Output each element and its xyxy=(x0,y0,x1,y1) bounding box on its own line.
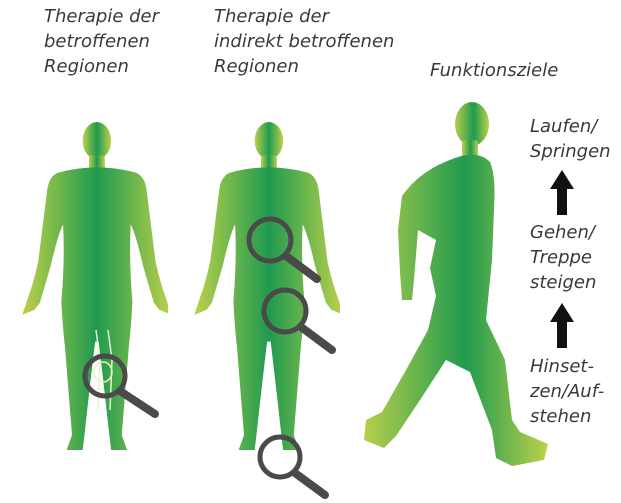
goal-line: zen/Auf- xyxy=(530,379,604,404)
goal-line: Hinset- xyxy=(530,354,604,379)
goal-line: Treppe xyxy=(530,245,596,270)
body-figure-indirect xyxy=(194,122,343,450)
goal-running-jumping: Laufen/ Springen xyxy=(530,114,611,164)
goal-sit-stand: Hinset- zen/Auf- stehen xyxy=(530,354,604,429)
arrow-up-icon xyxy=(550,303,574,348)
goal-line: Laufen/ xyxy=(530,114,611,139)
walking-figure xyxy=(364,102,548,466)
goal-line: Gehen/ xyxy=(530,220,596,245)
goal-line: Springen xyxy=(530,139,611,164)
goal-walking-stairs: Gehen/ Treppe steigen xyxy=(530,220,596,295)
goal-line: stehen xyxy=(530,404,604,429)
arrow-up-icon xyxy=(550,170,574,215)
body-figure-affected xyxy=(22,122,171,450)
goal-line: steigen xyxy=(530,270,596,295)
